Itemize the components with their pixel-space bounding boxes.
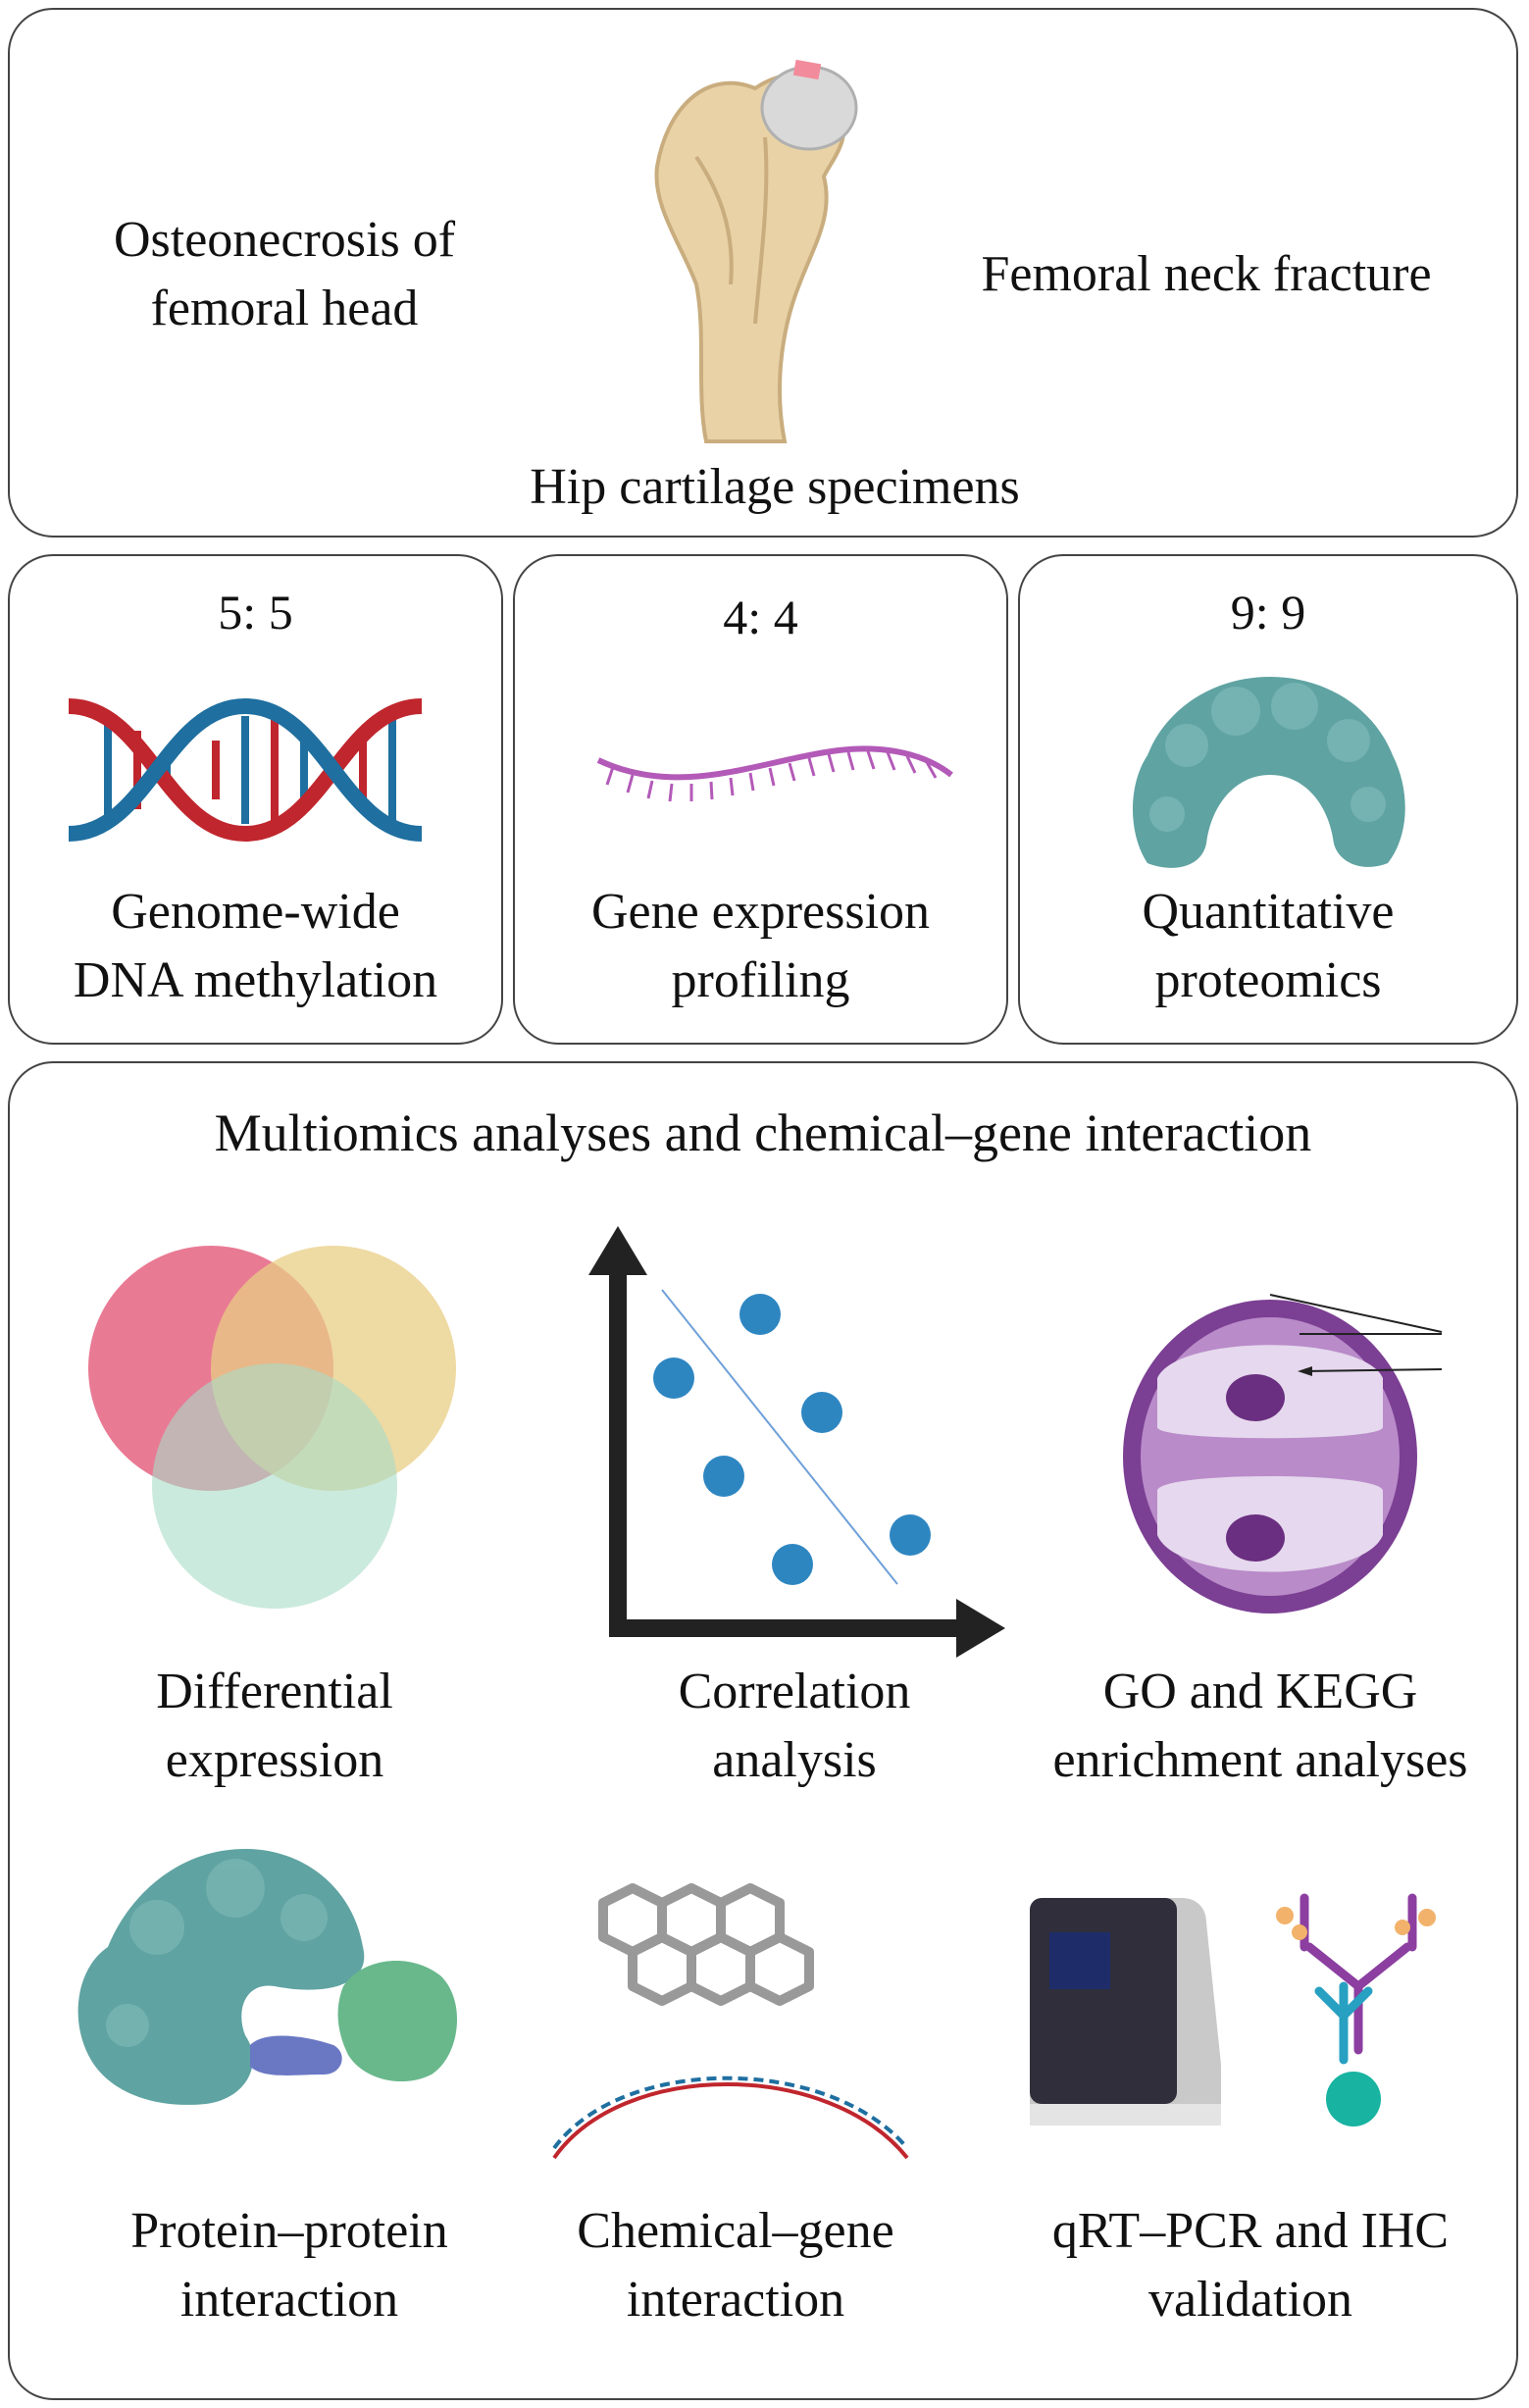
- methylation-panel: [8, 554, 503, 1045]
- hip-cartilage-label: Hip cartilage specimens: [530, 459, 1020, 515]
- expression-panel: [513, 554, 1008, 1045]
- differential-expression-label: Differential expression: [156, 1664, 393, 1788]
- expression-label: Gene expression profiling: [590, 884, 931, 1008]
- methylation-ratio: 5: 5: [218, 585, 293, 640]
- proteomics-ratio: 9: 9: [1230, 585, 1306, 640]
- protein-icon: [1133, 677, 1405, 868]
- pcr-machine-antibody-icon: [1030, 1893, 1436, 2126]
- methylation-label: Genome-wide DNA methylation: [73, 884, 438, 1008]
- chemical-gene-label: Chemical–gene interaction: [577, 2203, 894, 2328]
- multiomics-title: Multiomics analyses and chemical–gene in…: [214, 1103, 1312, 1162]
- femur-bone-icon: [654, 59, 858, 443]
- molecule-dna-icon: [552, 1883, 909, 2160]
- enrichment-analyses-label: GO and KEGG enrichment analyses: [1052, 1664, 1468, 1788]
- proteomics-label: Quantitative proteomics: [1142, 884, 1395, 1008]
- osteonecrosis-label: Osteonecrosis of femoral head: [113, 212, 456, 336]
- correlation-analysis-label: Correlation analysis: [678, 1664, 911, 1788]
- protein-complex-icon: [77, 1849, 458, 2105]
- protein-interaction-label: Protein–protein interaction: [130, 2203, 448, 2328]
- femoral-neck-fracture-label: Femoral neck fracture: [981, 246, 1432, 302]
- dna-double-helix-icon: [68, 697, 423, 843]
- expression-ratio: 4: 4: [723, 589, 798, 644]
- validation-label: qRT–PCR and IHC validation: [1051, 2203, 1450, 2328]
- dividing-cell-icon: [1123, 1294, 1443, 1614]
- scatter-plot-icon: [588, 1226, 1005, 1658]
- proteomics-panel: [1018, 554, 1518, 1045]
- venn-diagram-icon: [88, 1246, 456, 1609]
- mrna-strand-icon: [596, 745, 953, 802]
